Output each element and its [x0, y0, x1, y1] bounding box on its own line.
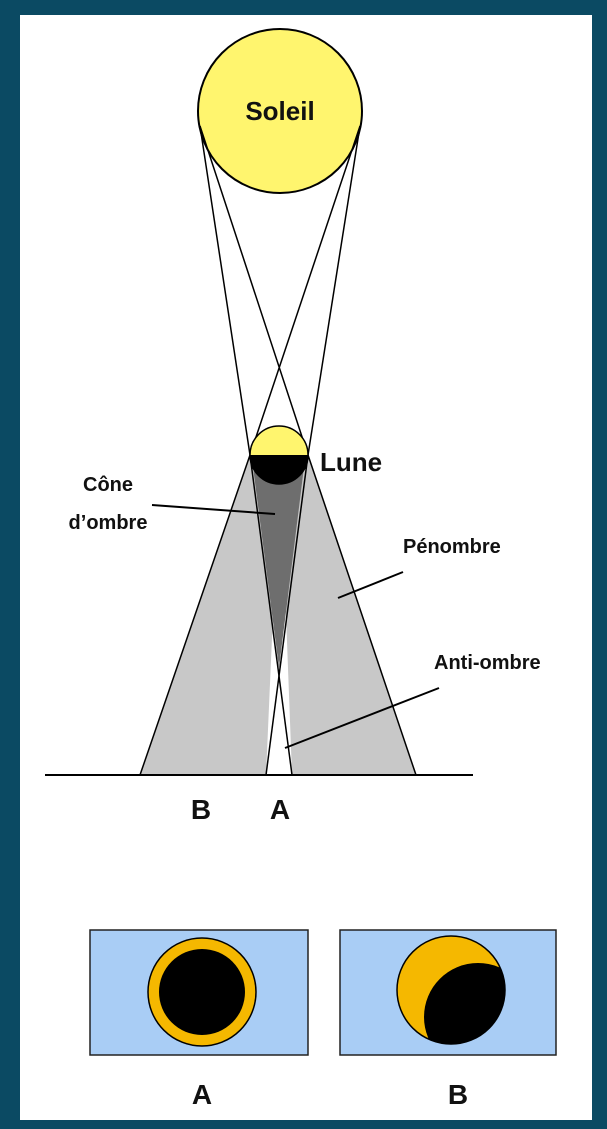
umbra-label-line1: Cône: [83, 474, 133, 496]
sun-label: Soleil: [245, 96, 314, 126]
penumbra-label: Pénombre: [403, 536, 501, 558]
view-b-label: B: [448, 1079, 468, 1110]
penumbra-right-region: [280, 455, 416, 775]
ground-label-a: A: [270, 794, 290, 825]
view-a-annular-eclipse: [90, 930, 308, 1055]
antumbra-label: Anti-ombre: [434, 652, 541, 674]
moon-label: Lune: [320, 447, 382, 477]
ground-label-b: B: [191, 794, 211, 825]
view-b-partial-eclipse: [340, 930, 556, 1071]
umbra-label-line2: d’ombre: [69, 512, 148, 534]
view-a-label: A: [192, 1079, 212, 1110]
moon: [250, 426, 308, 484]
